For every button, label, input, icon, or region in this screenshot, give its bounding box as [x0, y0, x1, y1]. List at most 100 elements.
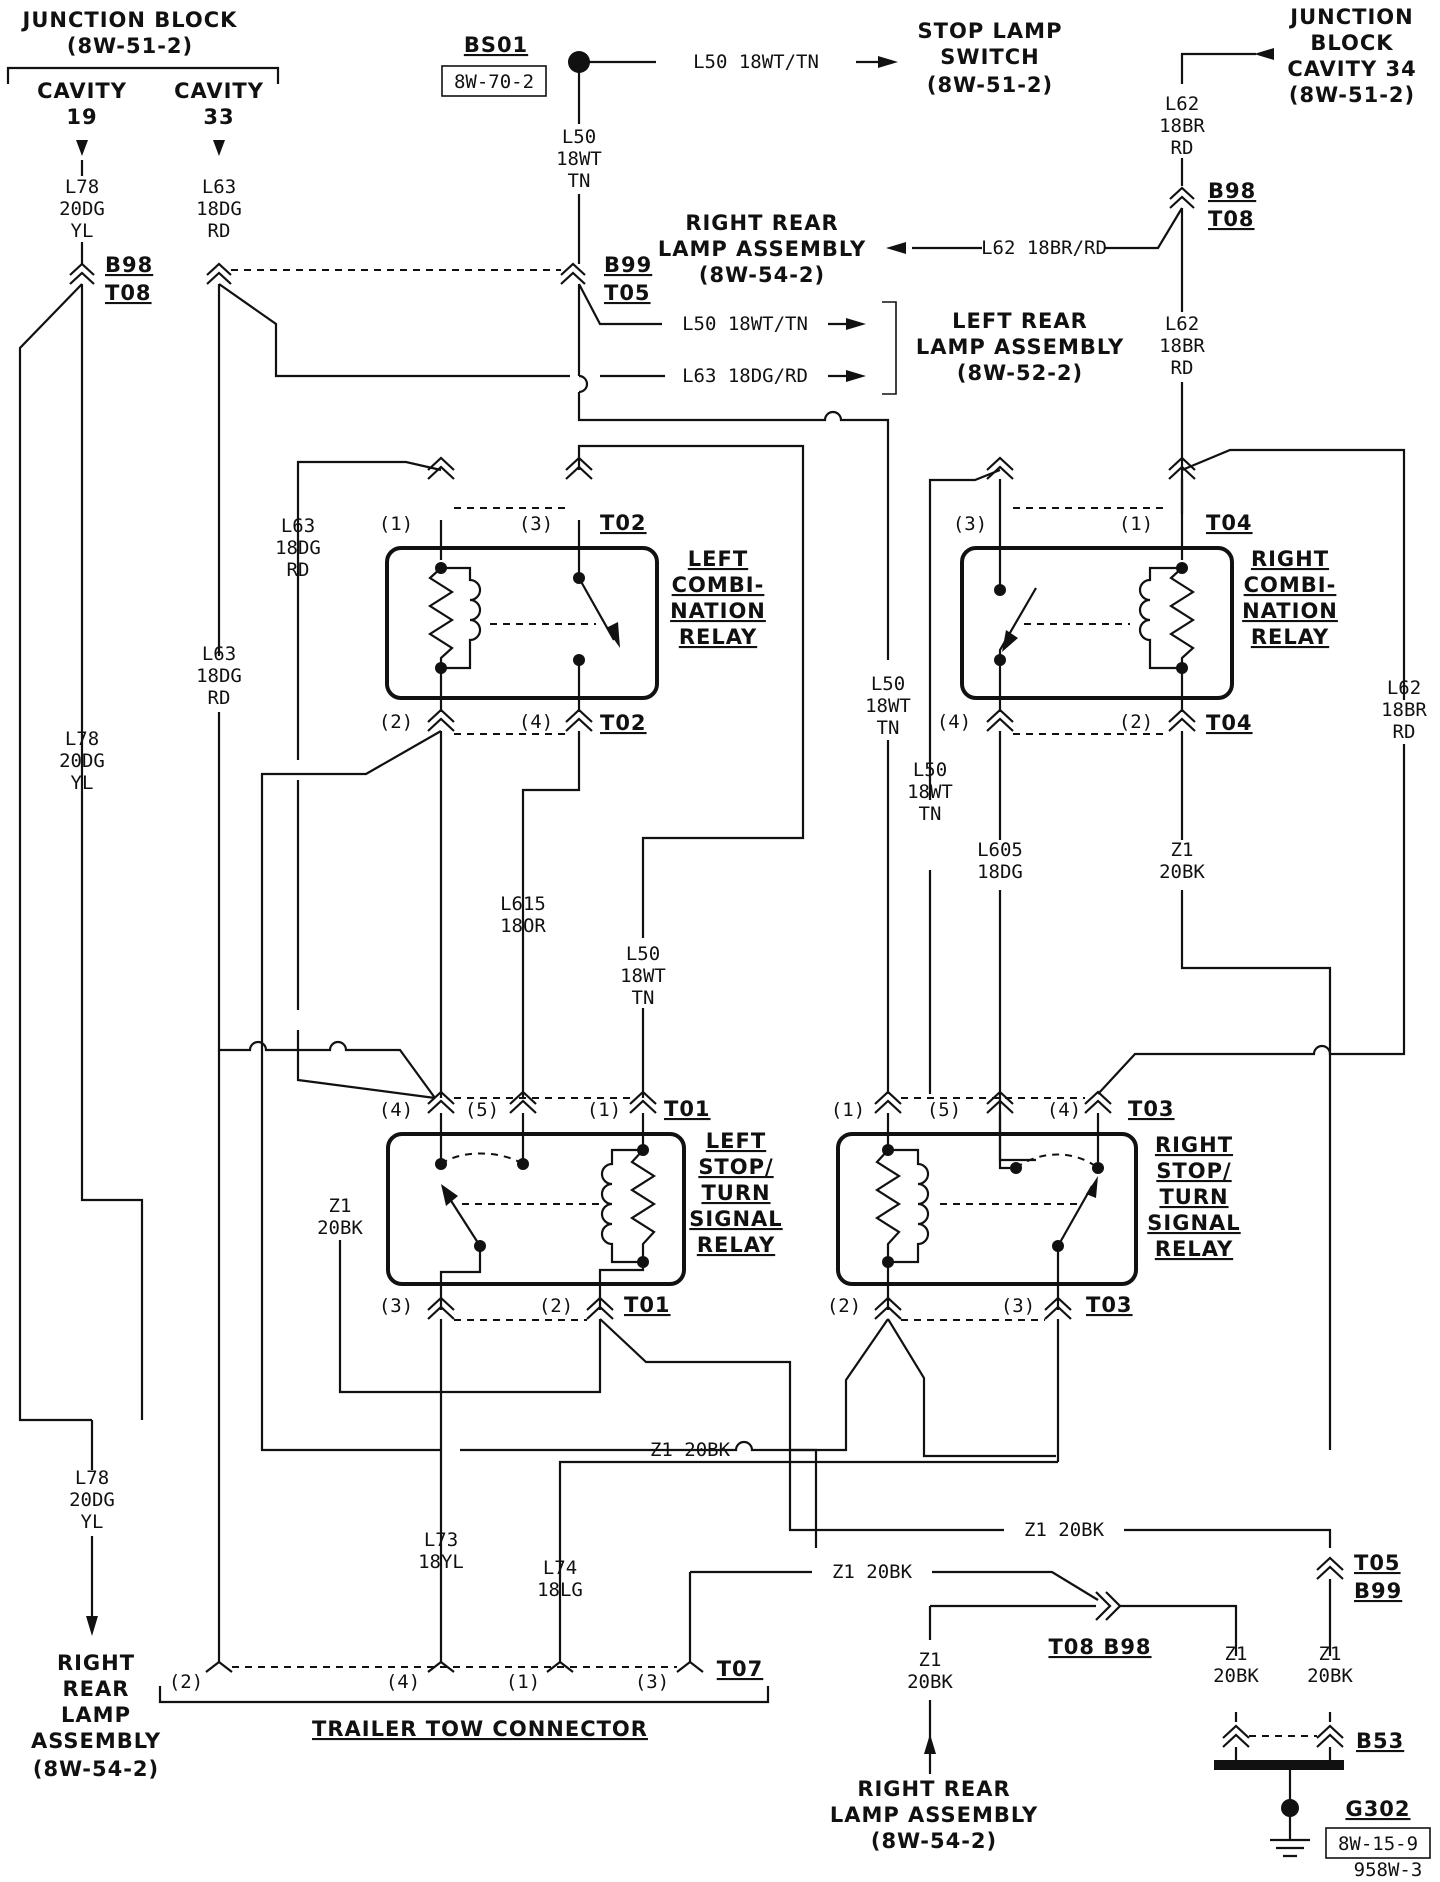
left-rear-title-2: LAMP ASSEMBLY: [916, 335, 1124, 359]
l63-loop-label-2: 18DG: [275, 537, 321, 559]
rr-bottom-title: RIGHT REAR: [857, 1777, 1010, 1801]
l50-top-label-1: L50: [562, 126, 596, 148]
left-combination-relay-box: [385, 546, 659, 700]
g302-ref: 8W-15-9: [1338, 1833, 1418, 1855]
l50-lst-label-1: L50: [626, 943, 660, 965]
l63-mid-label-1: L63: [202, 643, 236, 665]
z1-b53-right-label-2: 20BK: [1307, 1665, 1353, 1687]
l50-rst-label-2: 18WT: [907, 781, 953, 803]
right-rear-left-arrow: [86, 1616, 98, 1636]
z1-b53-left-label-1: Z1: [1225, 1643, 1248, 1665]
cavity33-label: CAVITY: [174, 79, 264, 103]
l50-lst-label-3: TN: [632, 987, 655, 1009]
t03-pin4-label: (4): [1047, 1099, 1081, 1121]
t04-bottom-label: T04: [1206, 711, 1253, 735]
rst-title-3: TURN: [1159, 1185, 1228, 1209]
l63-top-label-1: L63: [202, 176, 236, 198]
right-rear-top-arrow: [886, 242, 906, 254]
z1-right-comb-label-1: Z1: [1171, 839, 1194, 861]
jb34-arrow: [1254, 48, 1274, 60]
l78-bottom-label-1: L78: [75, 1467, 109, 1489]
jb34-ref: (8W-51-2): [1289, 83, 1415, 107]
l50-inline-top: L50 18WT/TN: [693, 51, 819, 73]
left-rear-title: LEFT REAR: [952, 309, 1088, 333]
z1-b53-right-label-1: Z1: [1319, 1643, 1342, 1665]
l78-mid-label-1: L78: [65, 728, 99, 750]
t04-top-label: T04: [1206, 511, 1253, 535]
l50-rst-label-1: L50: [913, 759, 947, 781]
z1-rr-label-1: Z1: [919, 1649, 942, 1671]
l62-top-label-1: L62: [1165, 93, 1199, 115]
t03-pin2-label: (2): [827, 1295, 861, 1317]
t08-right-label: T08: [1208, 207, 1255, 231]
t02-pin4-label: (4): [519, 711, 553, 733]
lst-title-1: LEFT: [706, 1129, 766, 1153]
right-rear-top-title-2: LAMP ASSEMBLY: [658, 237, 866, 261]
rr-left-title-2: REAR: [63, 1677, 130, 1701]
left-comb-resistor: [427, 567, 455, 668]
b99-t05-connector: [560, 262, 586, 285]
rr-left-title-4: ASSEMBLY: [31, 1729, 161, 1753]
rr-left-title-1: RIGHT: [57, 1651, 135, 1675]
right-rear-top-title: RIGHT REAR: [685, 211, 838, 235]
b98-left-label: B98: [105, 253, 153, 277]
l63-inline-left-rear: L63 18DG/RD: [682, 365, 808, 387]
l78-bottom-label-2: 20DG: [69, 1489, 115, 1511]
t04-pin1-label: (1): [1119, 513, 1153, 535]
lst-title-2: STOP/: [698, 1155, 773, 1179]
t02-top-label: T02: [600, 511, 647, 535]
l62-wire-top: [1180, 52, 1256, 186]
right-rear-top-ref: (8W-54-2): [699, 263, 825, 287]
l63-connector-top: [206, 262, 232, 285]
t03-bottom-label: T03: [1086, 1293, 1133, 1317]
t08-b98-lower-connector: [1095, 1591, 1122, 1621]
right-comb-wires: [928, 448, 1406, 1095]
l78-bottom-label-3: YL: [81, 1511, 104, 1533]
lst-title-5: RELAY: [697, 1233, 775, 1257]
left-comb-title-3: NATION: [670, 599, 766, 623]
b98-t08-right-connector: [1169, 186, 1195, 209]
t02-pin2-label: (2): [379, 711, 413, 733]
t02-bottom-label: T02: [600, 711, 647, 735]
l74-label-1: L74: [543, 1557, 577, 1579]
z1-inline-mid: Z1 20BK: [650, 1439, 731, 1461]
z1-left-label-1: Z1: [329, 1195, 352, 1217]
right-stop-turn-outputs: [460, 1318, 1060, 1462]
bs01-ref: 8W-70-2: [454, 71, 534, 93]
jb-bracket: [6, 66, 280, 84]
z1-left-label-2: 20BK: [317, 1217, 363, 1239]
l63-loop-label-3: RD: [287, 559, 310, 581]
rst-title-5: RELAY: [1155, 1237, 1233, 1261]
l78-mid-label-3: YL: [71, 772, 94, 794]
left-stop-turn-relay-box: [386, 1132, 686, 1286]
l62-mid-label-1: L62: [1165, 313, 1199, 335]
t01-pin3-label: (3): [379, 1295, 413, 1317]
t07-label: T07: [717, 1657, 764, 1681]
l63-top-label-3: RD: [208, 220, 231, 242]
l73-label-1: L73: [424, 1529, 458, 1551]
l63-left-rear-arrow: [846, 370, 866, 382]
l78-top-label-1: L78: [65, 176, 99, 198]
jb34-cavity: CAVITY 34: [1287, 57, 1416, 81]
rr-left-title-3: LAMP: [61, 1703, 131, 1727]
cavity19-label: CAVITY: [37, 79, 127, 103]
t05-lower-label: T05: [1354, 1551, 1401, 1575]
l615-label-1: L615: [500, 893, 546, 915]
jb34-title: JUNCTION: [1288, 5, 1413, 29]
l50-top-label-3: TN: [568, 170, 591, 192]
bs01-label: BS01: [464, 33, 528, 57]
left-comb-title-4: RELAY: [679, 625, 757, 649]
rst-title-4: SIGNAL: [1147, 1211, 1240, 1235]
cavity33-arrow: [213, 140, 225, 156]
l50-rst-label-3: TN: [919, 803, 942, 825]
l62-right-label-2: 18BR: [1381, 699, 1427, 721]
ttc-pin4-label: (4): [386, 1671, 420, 1693]
l50-inline-left-rear: L50 18WT/TN: [682, 313, 808, 335]
right-comb-title-4: RELAY: [1251, 625, 1329, 649]
l50-right-label-1: L50: [871, 673, 905, 695]
t03-pin1-label: (1): [831, 1099, 865, 1121]
l78-top-label-2: 20DG: [59, 198, 105, 220]
t03-pin5-label: (5): [927, 1099, 961, 1121]
z1-rr-label-2: 20BK: [907, 1671, 953, 1693]
left-comb-title-1: LEFT: [688, 547, 748, 571]
